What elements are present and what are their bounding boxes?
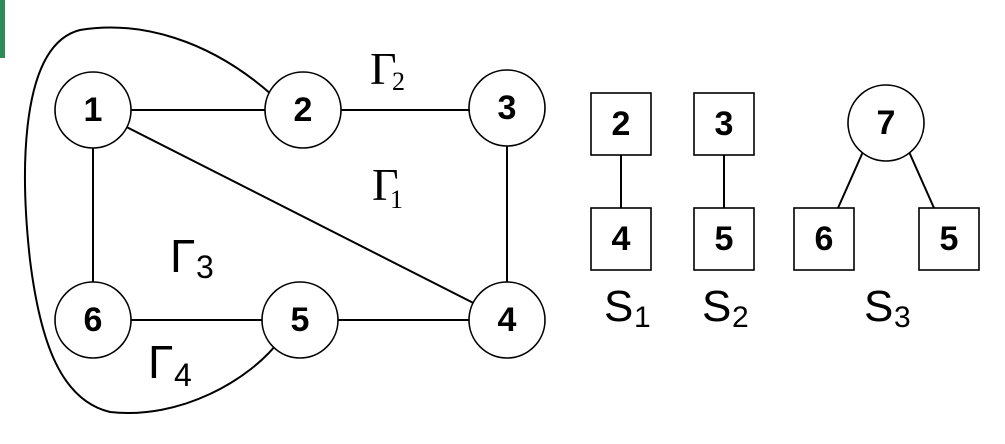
segment-s3-left-box (793, 207, 855, 271)
segment-s3-left-label: 6 (815, 220, 834, 258)
segment-s2-top-box (693, 92, 755, 156)
segment-s2-name: S (702, 282, 731, 331)
node-1-label: 1 (84, 91, 103, 129)
node-6: 6 (54, 281, 132, 359)
segment-s3-edge-right (905, 144, 935, 209)
segment-s3-right-box (918, 207, 980, 271)
node-5: 5 (261, 281, 339, 359)
gamma-1-subscript: 1 (390, 185, 403, 214)
segment-s3: 7 6 5 S 3 (793, 84, 980, 334)
segment-s1-top-box (590, 92, 652, 156)
segment-s3-right-label: 5 (940, 220, 959, 258)
node-3-label: 3 (498, 89, 517, 127)
segment-s2-bottom-box (693, 207, 755, 271)
face-gamma-4: Γ 4 (148, 336, 192, 393)
segment-s2-top-label: 3 (715, 105, 734, 143)
segment-s1: 2 4 S 1 (590, 92, 652, 334)
segment-s2-subscript: 2 (732, 301, 749, 334)
edge-outer-loop (24, 26, 281, 414)
node-6-label: 6 (84, 301, 103, 339)
segment-s1-bottom-box (590, 207, 652, 271)
gamma-2-subscript: 2 (392, 67, 405, 96)
segment-s1-bottom-label: 4 (612, 220, 631, 258)
segment-s1-top-label: 2 (612, 105, 631, 143)
segment-s1-subscript: 1 (634, 301, 651, 334)
node-1: 1 (54, 71, 132, 149)
face-gamma-1: Γ 1 (372, 159, 403, 214)
segment-s3-name: S (864, 282, 893, 331)
segment-s2-bottom-label: 5 (715, 220, 734, 258)
corner-mark (0, 0, 5, 58)
segment-s1-name: S (604, 282, 633, 331)
gamma-3-symbol: Γ (170, 230, 195, 282)
face-gamma-2: Γ 2 (370, 43, 405, 96)
node-4-label: 4 (498, 301, 517, 339)
node-2: 2 (264, 71, 342, 149)
gamma-2-symbol: Γ (370, 43, 397, 94)
edge-1-4 (92, 109, 508, 321)
face-gamma-3: Γ 3 (170, 230, 214, 285)
segment-s3-subscript: 3 (894, 301, 911, 334)
node-3: 3 (468, 69, 546, 147)
segment-s3-top-label: 7 (877, 104, 896, 142)
segment-s3-edge-left (837, 144, 867, 209)
gamma-1-symbol: Γ (372, 159, 399, 210)
node-2-label: 2 (294, 91, 313, 129)
gamma-3-subscript: 3 (196, 249, 214, 285)
segment-s3-top-circle (847, 84, 925, 162)
node-5-label: 5 (291, 301, 310, 339)
node-4: 4 (468, 281, 546, 359)
gamma-4-symbol: Γ (148, 336, 173, 388)
segment-s2: 3 5 S 2 (693, 92, 755, 334)
gamma-4-subscript: 4 (174, 357, 192, 393)
